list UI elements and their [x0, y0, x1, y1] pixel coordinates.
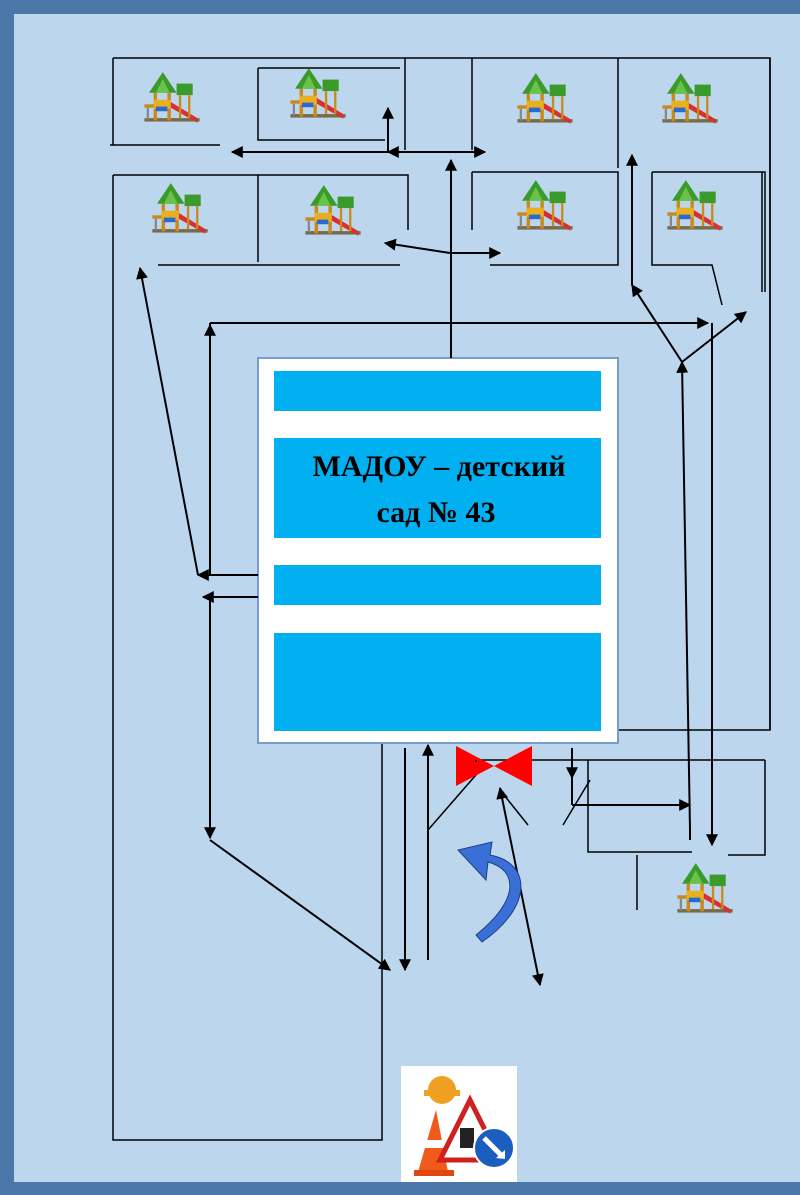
route-arrows: [136, 106, 747, 987]
road-works-sign-icon: [401, 1066, 517, 1182]
building-band-title: [274, 438, 601, 538]
building-title-line2: сад № 43: [376, 496, 495, 529]
building-band-3: [274, 565, 601, 605]
building-title-line1: МАДОУ – детский: [312, 450, 565, 483]
building-band-4: [274, 633, 601, 731]
building-band-1: [274, 371, 601, 411]
turn-arrow-icon: [457, 841, 522, 943]
kindergarten-building: МАДОУ – детский сад № 43: [257, 357, 619, 744]
gate-icon: [456, 746, 532, 786]
territory-walls: [110, 57, 771, 1141]
